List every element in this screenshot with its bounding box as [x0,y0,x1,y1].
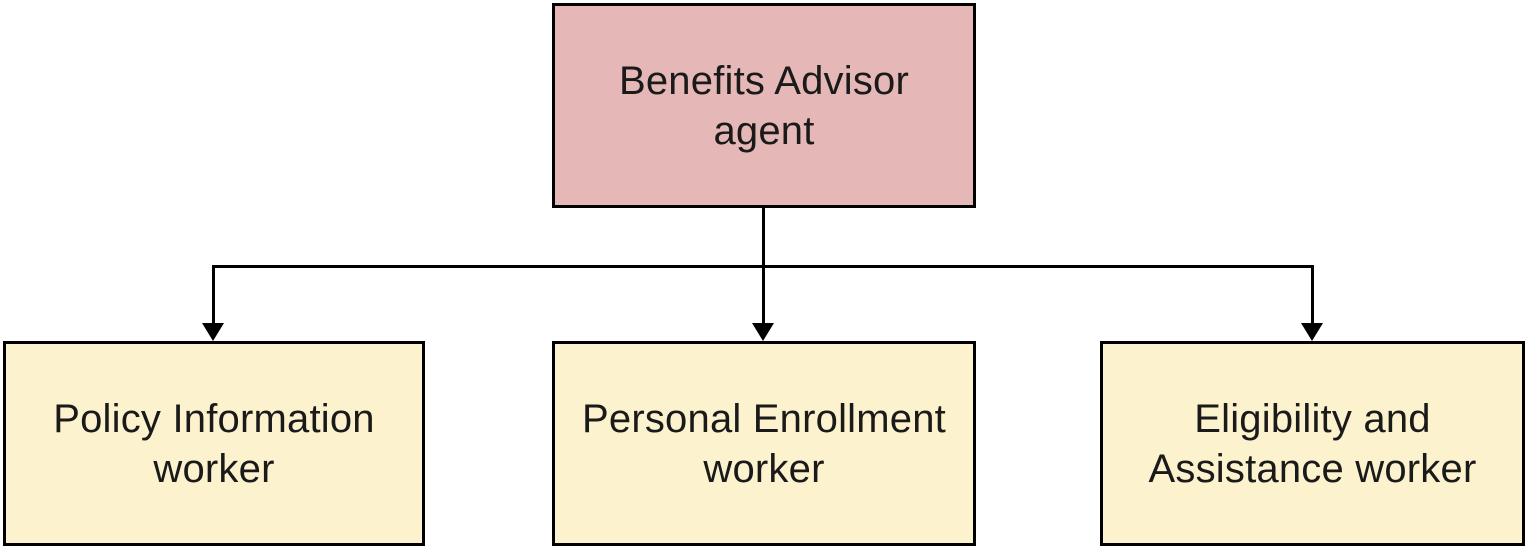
connector-drop-left-line [212,265,215,327]
connector-stem-line [762,208,765,267]
node-benefits-advisor-agent: Benefits Advisor agent [552,3,976,208]
connector-drop-middle-line [762,265,765,327]
connector-drop-right-line [1311,265,1314,327]
node-label-benefits-advisor-agent: Benefits Advisor agent [618,58,910,153]
node-policy-information-worker: Policy Information worker [3,341,425,546]
node-label-eligibility-and-assistance-worker: Eligibility and Assistance worker [1148,396,1477,491]
node-label-personal-enrollment-worker: Personal Enrollment worker [582,396,946,491]
node-eligibility-and-assistance-worker: Eligibility and Assistance worker [1100,341,1525,546]
arrow-down-left-icon [202,323,224,341]
node-personal-enrollment-worker: Personal Enrollment worker [552,341,976,546]
arrow-down-right-icon [1301,323,1323,341]
node-label-policy-information-worker: Policy Information worker [53,396,375,491]
arrow-down-middle-icon [752,323,774,341]
